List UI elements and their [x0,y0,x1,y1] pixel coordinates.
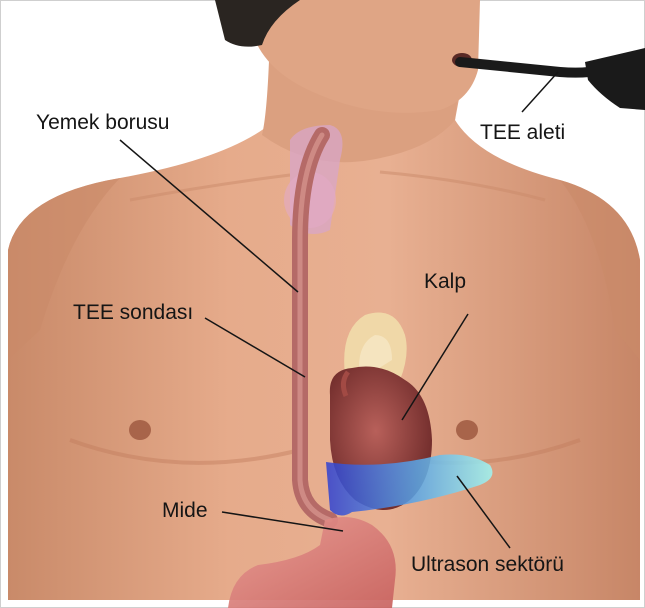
label-stomach: Mide [162,500,208,521]
label-esophagus: Yemek borusu [36,112,169,133]
label-heart: Kalp [424,271,466,292]
nipple-right [456,420,478,440]
label-tee-device: TEE aleti [480,122,565,143]
label-tee-probe: TEE sondası [73,302,193,323]
nipple-left [129,420,151,440]
label-ultrasound-sector: Ultrason sektörü [411,554,564,575]
